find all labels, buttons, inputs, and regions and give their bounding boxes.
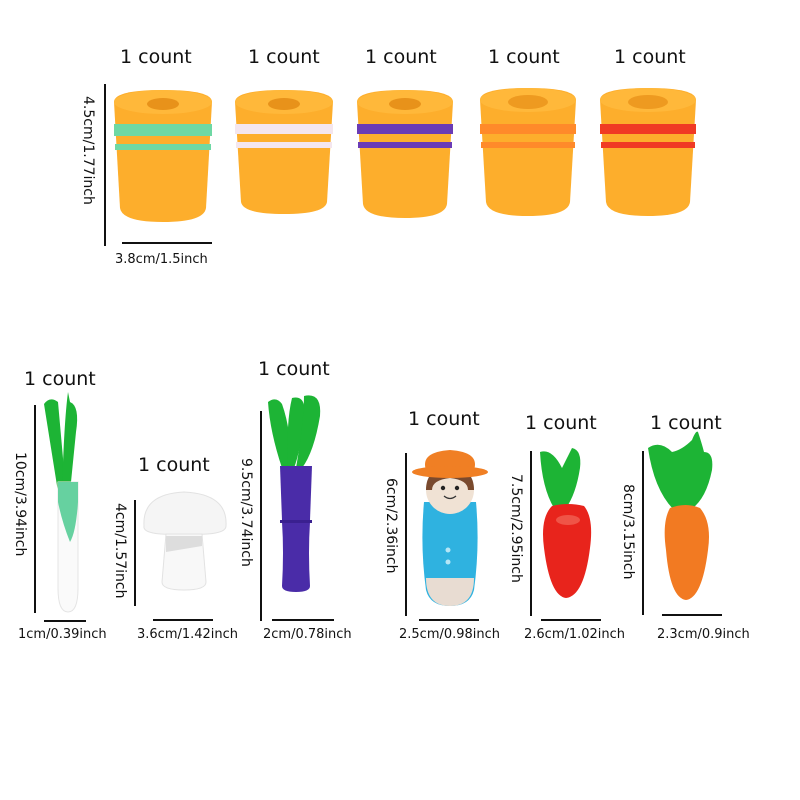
eggplant-height-line [260, 411, 262, 621]
cup-orange-stripe-icon [480, 88, 576, 216]
orange-carrot-width-line [662, 614, 722, 616]
leek-width-line [44, 620, 86, 622]
cup-purple-stripe-icon [357, 90, 453, 218]
red-carrot-height-line [530, 451, 532, 616]
red-carrot-icon [540, 448, 592, 598]
leek-count: 1 count [24, 368, 96, 390]
orange-carrot-height-line [642, 451, 644, 615]
red-carrot-height-label: 7.5cm/2.95inch [508, 474, 524, 583]
eggplant-count: 1 count [258, 358, 330, 380]
leek-height-line [34, 405, 36, 613]
mushroom-icon [143, 491, 227, 591]
leek-icon [44, 392, 79, 613]
cup-height-label: 4.5cm/1.77inch [80, 96, 96, 205]
figure-width-label: 2.5cm/0.98inch [399, 627, 501, 642]
mushroom-width-line [153, 619, 213, 621]
mushroom-width-label: 3.6cm/1.42inch [137, 627, 239, 642]
eggplant-icon [268, 395, 321, 592]
orange-carrot-height-label: 8cm/3.15inch [620, 484, 636, 580]
figure-height-label: 6cm/2.36inch [383, 478, 399, 574]
cup-width-label: 3.8cm/1.5inch [115, 252, 208, 267]
orange-carrot-icon [648, 431, 713, 600]
mushroom-height-label: 4cm/1.57inch [112, 503, 128, 599]
eggplant-width-label: 2cm/0.78inch [263, 627, 352, 642]
cup-red-stripe-icon [600, 88, 696, 216]
leek-width-label: 1cm/0.39inch [18, 627, 107, 642]
leek-height-label: 10cm/3.94inch [12, 452, 28, 557]
mushroom-height-line [134, 500, 136, 606]
red-carrot-width-line [541, 619, 601, 621]
eggplant-height-label: 9.5cm/3.74inch [238, 458, 254, 567]
cup-5-count: 1 count [614, 46, 686, 68]
red-carrot-count: 1 count [525, 412, 597, 434]
cup-3-count: 1 count [365, 46, 437, 68]
figure-icon [412, 450, 488, 606]
figure-height-line [405, 453, 407, 616]
cup-width-line [122, 242, 212, 244]
figure-count: 1 count [408, 408, 480, 430]
cup-4-count: 1 count [488, 46, 560, 68]
orange-carrot-count: 1 count [650, 412, 722, 434]
cup-mint-stripe-icon [114, 90, 212, 222]
cup-white-stripe-icon [235, 90, 333, 214]
figure-width-line [419, 619, 479, 621]
mushroom-count: 1 count [138, 454, 210, 476]
red-carrot-width-label: 2.6cm/1.02inch [524, 627, 626, 642]
orange-carrot-width-label: 2.3cm/0.9inch [657, 627, 750, 642]
cup-2-count: 1 count [248, 46, 320, 68]
cup-1-count: 1 count [120, 46, 192, 68]
cup-height-line [104, 84, 106, 246]
eggplant-width-line [272, 619, 334, 621]
